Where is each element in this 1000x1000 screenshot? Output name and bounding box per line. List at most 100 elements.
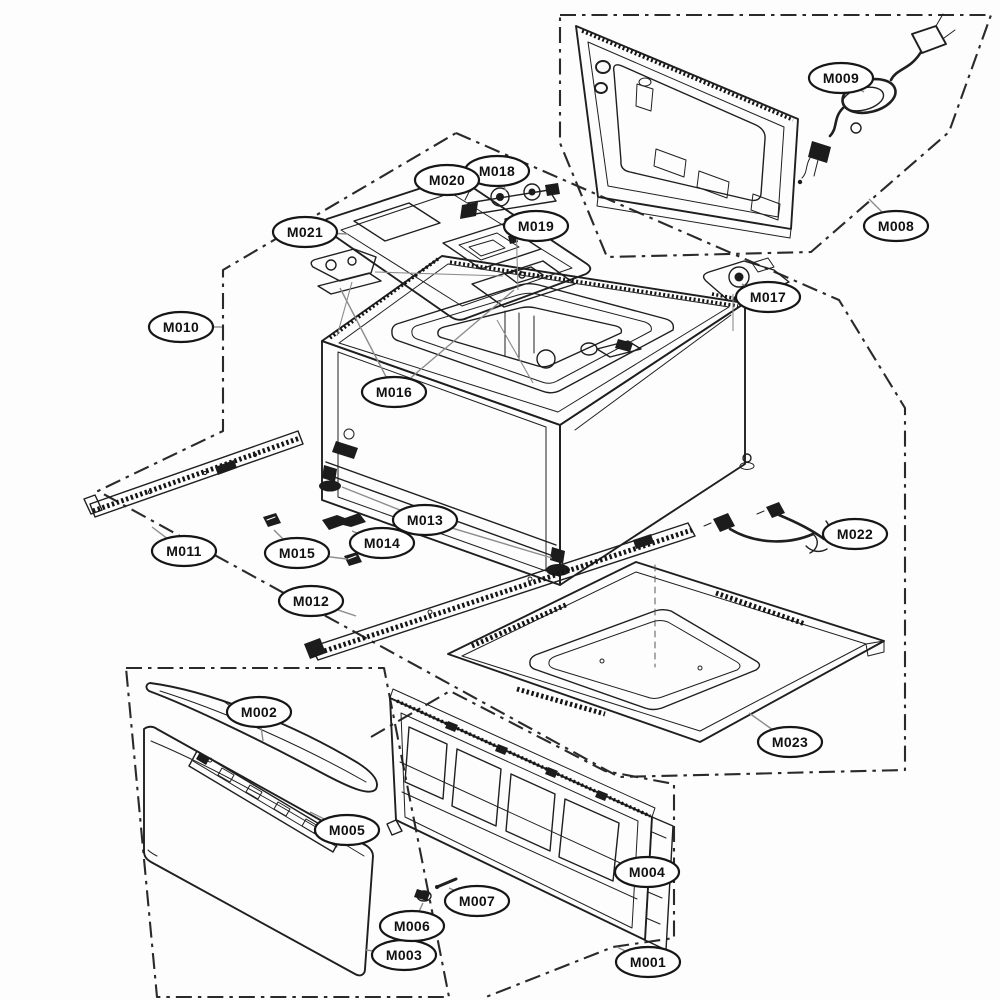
callout-M005: M005 [309, 811, 381, 847]
callout-oval-M007 [443, 884, 511, 918]
callout-label-M017: M017 [750, 289, 786, 305]
leader-line-M015 [327, 556, 348, 560]
callout-label-M019: M019 [518, 218, 554, 234]
callout-M012: M012 [277, 584, 357, 618]
callout-label-M002: M002 [241, 704, 277, 720]
leader-line-M021 [336, 232, 349, 235]
leader-line-M001 [616, 946, 627, 952]
leader-line-M012 [336, 609, 357, 617]
leader-line-M023 [748, 712, 773, 731]
part-slide-rail-front [304, 522, 696, 661]
callout-oval-M017 [734, 280, 802, 314]
boundary-back-panel-region [558, 13, 993, 259]
callout-oval-M011 [150, 534, 218, 568]
leader-line-M013 [451, 527, 553, 559]
callout-M022: M022 [821, 517, 889, 551]
callout-label-M003: M003 [386, 947, 422, 963]
callout-label-M012: M012 [293, 593, 329, 609]
callout-M011: M011 [150, 526, 218, 568]
callout-M023: M023 [748, 712, 824, 759]
callout-M004: M004 [613, 855, 681, 889]
callout-M015: M015 [263, 529, 348, 570]
part-small-hardware [263, 513, 366, 566]
callout-label-M007: M007 [459, 893, 495, 909]
leader-line-M015 [273, 529, 284, 540]
callout-oval-M002 [225, 695, 293, 729]
callout-M001: M001 [614, 945, 682, 979]
callout-M008: M008 [862, 198, 930, 243]
callout-label-M009: M009 [823, 70, 859, 86]
callout-oval-M014 [348, 526, 416, 560]
leader-line-M002 [260, 726, 264, 742]
leader-line-M008 [868, 198, 883, 213]
callout-M013: M013 [341, 486, 553, 559]
callout-M009: M009 [807, 61, 875, 95]
callout-oval-M019 [502, 209, 570, 243]
callout-M014: M014 [348, 526, 416, 560]
callout-oval-M009 [807, 61, 875, 95]
callout-label-M008: M008 [878, 218, 914, 234]
callout-label-M022: M022 [837, 526, 873, 542]
part-cabinet-body [321, 255, 746, 586]
leader-line-M013 [341, 486, 401, 511]
callout-M006: M006 [378, 902, 446, 943]
callout-label-M011: M011 [166, 543, 201, 559]
callout-oval-M022 [821, 517, 889, 551]
leader-line-M016 [409, 289, 515, 380]
callout-M016: M016 [339, 287, 515, 409]
part-cap-and-pin [414, 877, 458, 902]
part-wire-harness [703, 502, 830, 554]
part-drawer-frame [386, 688, 674, 951]
part-back-panel [575, 25, 799, 239]
region-boundaries [96, 13, 993, 999]
callout-label-M014: M014 [364, 535, 400, 551]
callout-label-M001: M001 [630, 954, 666, 970]
callout-oval-M008 [862, 209, 930, 243]
callout-label-M018: M018 [479, 163, 515, 179]
callout-label-M010: M010 [163, 319, 199, 335]
callout-M002: M002 [225, 695, 293, 742]
callout-label-M016: M016 [376, 384, 412, 400]
callout-M010: M010 [147, 310, 222, 344]
callout-oval-M021 [271, 215, 339, 249]
leader-line-M005 [309, 811, 326, 820]
callout-oval-M013 [391, 503, 459, 537]
part-base-plate [447, 561, 885, 743]
callout-label-M005: M005 [329, 822, 365, 838]
callout-oval-M006 [378, 909, 446, 943]
callout-oval-M001 [614, 945, 682, 979]
callout-M003: M003 [365, 938, 438, 972]
callout-M019: M019 [502, 209, 570, 243]
part-front-panel [143, 725, 374, 977]
callout-oval-M012 [277, 584, 345, 618]
callout-M017: M017 [734, 280, 802, 314]
callout-oval-M010 [147, 310, 215, 344]
callout-label-M015: M015 [279, 545, 315, 561]
callout-label-M023: M023 [772, 734, 808, 750]
callout-oval-M020 [413, 163, 481, 197]
part-power-cord [797, 13, 956, 185]
alignment-lines [336, 221, 734, 384]
part-slide-rail-left [83, 430, 304, 518]
callout-oval-M005 [313, 813, 381, 847]
boundary-main-cabinet-region [96, 131, 907, 779]
callout-M018: M018 [463, 154, 531, 192]
callout-label-M021: M021 [287, 224, 323, 240]
callout-M021: M021 [271, 215, 349, 249]
callout-M020: M020 [413, 163, 481, 197]
callout-label-M006: M006 [394, 918, 430, 934]
callout-oval-M016 [360, 375, 428, 409]
callout-oval-M004 [613, 855, 681, 889]
callout-label-M020: M020 [429, 172, 465, 188]
callout-oval-M023 [756, 725, 824, 759]
part-top-cover-plate [321, 177, 592, 321]
boundary-front-panel-region [124, 666, 451, 999]
callout-label-M004: M004 [629, 864, 665, 880]
leader-line-M016 [339, 287, 388, 378]
callout-M007: M007 [443, 884, 511, 918]
leader-line-M011 [151, 526, 168, 539]
part-support-rail [188, 750, 342, 853]
